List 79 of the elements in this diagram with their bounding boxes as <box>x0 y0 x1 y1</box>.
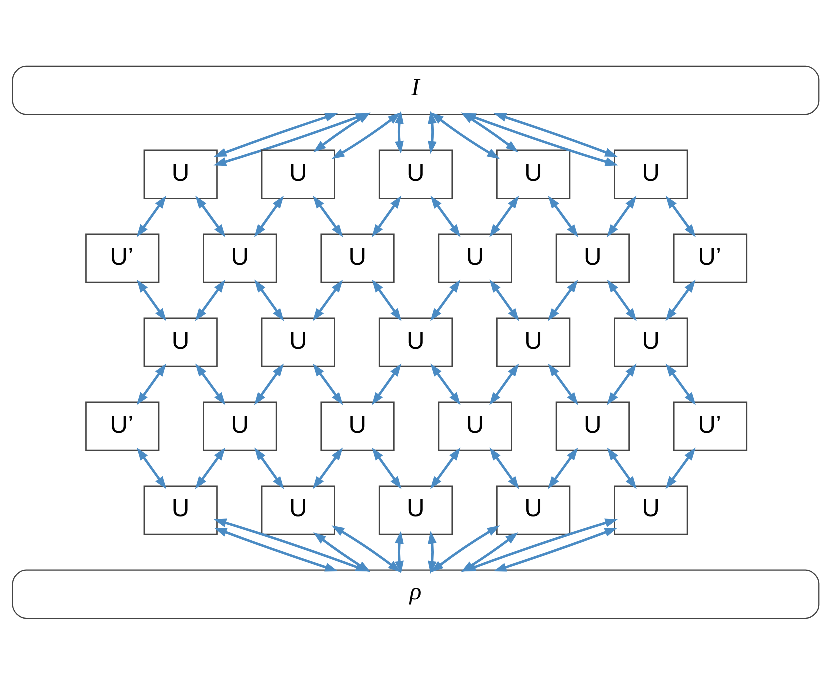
arrow <box>195 279 226 321</box>
arrow <box>195 447 226 489</box>
node-box: U <box>614 485 688 535</box>
node-box: U <box>614 149 688 199</box>
arrow <box>136 195 166 237</box>
arrow <box>428 110 437 154</box>
arrow <box>313 195 344 237</box>
node-box: U <box>378 149 454 199</box>
arrow <box>254 363 284 405</box>
arrow <box>490 279 520 321</box>
arrow <box>490 447 520 489</box>
arrow <box>666 447 696 489</box>
arrow <box>430 363 461 405</box>
arrow <box>494 112 618 157</box>
arrow <box>607 363 637 405</box>
arrow <box>494 528 618 572</box>
node-box: U <box>320 233 395 283</box>
arrow <box>372 195 402 237</box>
node-box: U’ <box>673 233 748 283</box>
arrow <box>254 447 284 489</box>
node-box: U <box>261 149 336 199</box>
node-box: U’ <box>86 233 160 283</box>
arrow <box>548 279 578 321</box>
node-box: U’ <box>86 401 160 451</box>
arrow <box>430 447 461 489</box>
arrow <box>463 112 618 166</box>
arrow <box>372 447 402 489</box>
arrow <box>490 195 520 237</box>
arrow <box>548 447 578 489</box>
arrow <box>312 447 344 489</box>
arrow <box>607 447 637 489</box>
node-box: U <box>496 485 571 535</box>
arrow <box>372 279 402 321</box>
arrow <box>136 363 166 405</box>
node-box: U <box>203 401 278 451</box>
arrow <box>254 279 284 321</box>
arrow <box>463 518 618 572</box>
node-box: U <box>378 317 454 367</box>
node-box: I <box>12 65 820 115</box>
arrow <box>312 279 344 321</box>
node-box: U <box>144 149 218 199</box>
arrow <box>430 195 461 237</box>
arrow <box>254 195 284 237</box>
arrow <box>136 279 167 321</box>
arrow <box>395 110 404 154</box>
node-box: U <box>203 233 278 283</box>
node-box: U <box>261 317 336 367</box>
node-box: U <box>438 233 512 283</box>
arrow <box>607 279 637 321</box>
node-box: U <box>378 485 454 535</box>
node-box: U <box>144 485 218 535</box>
arrow <box>196 195 226 237</box>
arrow <box>313 363 344 405</box>
arrow <box>136 447 167 489</box>
node-box: U <box>261 485 336 535</box>
arrow <box>430 279 461 321</box>
node-box: U’ <box>673 401 748 451</box>
node-box: ρ <box>12 569 820 619</box>
arrow <box>548 195 578 237</box>
arrow <box>666 195 696 237</box>
node-box: U <box>556 233 630 283</box>
arrow <box>490 363 520 405</box>
arrow <box>372 363 402 405</box>
arrow <box>214 112 338 157</box>
node-box: U <box>438 401 512 451</box>
node-box: U <box>144 317 218 367</box>
node-box: U <box>556 401 630 451</box>
node-box: U <box>320 401 395 451</box>
arrow <box>666 363 696 405</box>
arrow <box>395 530 404 574</box>
node-box: U <box>496 149 571 199</box>
node-box: U <box>614 317 688 367</box>
arrow <box>196 363 226 405</box>
arrow <box>428 530 437 574</box>
arrow <box>214 528 338 572</box>
arrow <box>548 363 578 405</box>
arrow <box>666 279 696 321</box>
node-box: U <box>496 317 571 367</box>
arrow <box>607 195 637 237</box>
